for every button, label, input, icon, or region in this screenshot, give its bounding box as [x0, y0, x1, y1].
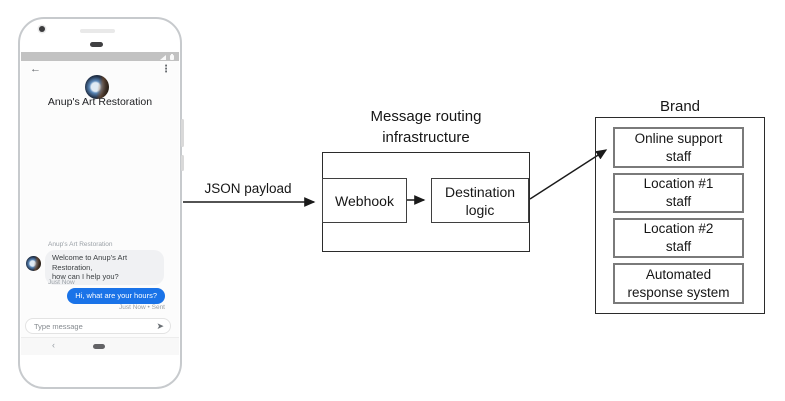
brand-item-location-2: Location #2 staff — [613, 218, 744, 258]
power-button — [181, 119, 184, 147]
routing-section-title: Message routing infrastructure — [370, 108, 482, 146]
battery-icon — [170, 53, 174, 60]
brand-container-box — [595, 117, 765, 314]
destination-logic-node: Destination logic — [431, 178, 529, 223]
earpiece-speaker — [80, 29, 115, 33]
nav-home-pill[interactable] — [93, 344, 105, 349]
conversation-title: Anup's Art Restoration — [47, 96, 153, 108]
message-input[interactable] — [26, 321, 157, 331]
brand-item-online-support: Online support staff — [613, 127, 744, 168]
send-icon[interactable]: ➤ — [156, 320, 164, 331]
outgoing-timestamp: Just Now • Sent — [119, 304, 165, 311]
message-composer[interactable]: ➤ — [25, 318, 171, 334]
brand-item-automated-response: Automated response system — [613, 263, 744, 304]
brand-avatar — [85, 75, 109, 99]
overflow-menu-icon[interactable]: ⋮ — [161, 64, 171, 75]
outgoing-message-bubble: Hi, what are your hours? — [67, 288, 165, 304]
volume-button — [181, 155, 184, 171]
incoming-message-bubble: Welcome to Anup's Art Restoration, how c… — [45, 250, 164, 285]
speaker-grill — [90, 42, 103, 47]
nav-back-icon[interactable]: ‹ — [52, 340, 55, 350]
back-arrow-icon[interactable]: ← — [30, 63, 41, 75]
android-navbar: ‹ — [21, 338, 179, 355]
brand-section-title: Brand — [659, 98, 701, 115]
phone-mockup: ← ⋮ Anup's Art Restoration Anup's Art Re… — [18, 17, 184, 389]
navbar-divider — [21, 337, 179, 338]
phone-screen: ← ⋮ Anup's Art Restoration Anup's Art Re… — [21, 52, 179, 355]
brand-item-location-1: Location #1 staff — [613, 173, 744, 213]
sender-name-label: Anup's Art Restoration — [48, 241, 113, 248]
message-avatar — [26, 256, 41, 271]
json-payload-label: JSON payload — [204, 181, 292, 196]
incoming-timestamp: Just Now — [48, 279, 75, 286]
status-bar — [21, 52, 179, 61]
front-camera — [39, 26, 45, 32]
webhook-node: Webhook — [322, 178, 407, 223]
signal-icon — [160, 54, 166, 60]
